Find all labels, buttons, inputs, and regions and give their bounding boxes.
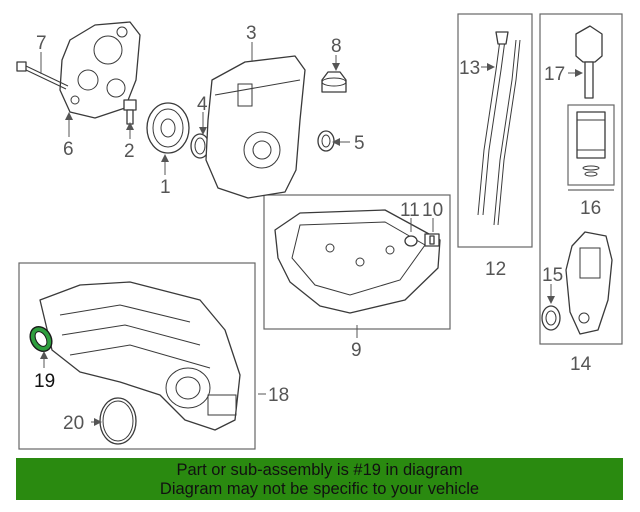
callout-18: 18 (268, 385, 289, 406)
callout-6: 6 (63, 139, 74, 160)
callout-15: 15 (542, 265, 563, 286)
filter-element-drawing (567, 104, 615, 186)
oil-pan-drawing (274, 209, 441, 314)
callout-7: 7 (36, 33, 47, 54)
bolt-drawing (16, 61, 69, 90)
info-banner: Part or sub-assembly is #19 in diagram D… (16, 458, 623, 500)
callout-20: 20 (63, 413, 84, 434)
small-bolt-drawing (123, 99, 137, 125)
ring-seal-drawing (99, 397, 137, 445)
callout-17: 17 (544, 64, 565, 85)
drain-washer-drawing (404, 235, 418, 247)
callout-9: 9 (351, 340, 362, 361)
leader-lines (40, 42, 583, 426)
callout-1: 1 (160, 177, 171, 198)
group-box-oil-filter (539, 13, 623, 345)
callout-8: 8 (331, 36, 342, 57)
callout-4: 4 (197, 94, 208, 115)
housing-gasket-drawing (541, 305, 561, 331)
timing-cover-drawing (205, 55, 306, 199)
callout-2: 2 (124, 141, 135, 162)
highlighted-part-19-gasket[interactable] (26, 323, 56, 356)
callout-16: 16 (580, 198, 601, 219)
callout-14: 14 (570, 354, 592, 375)
group-box-dipstick (457, 13, 533, 248)
callout-5: 5 (354, 133, 365, 154)
dipstick-drawing (477, 31, 521, 226)
drain-plug-drawing (424, 233, 440, 247)
intake-manifold-drawing (39, 281, 241, 431)
banner-line-disclaimer: Diagram may not be specific to your vehi… (159, 480, 480, 498)
filter-housing-drawing (565, 231, 613, 335)
rear-seal-drawing (317, 130, 335, 152)
callout-10: 10 (422, 200, 443, 221)
callout-11: 11 (400, 200, 420, 221)
callout-19[interactable]: 19 (34, 371, 55, 392)
filler-cap-drawing (321, 71, 347, 93)
callout-12: 12 (485, 259, 506, 280)
callout-13: 13 (459, 58, 480, 79)
filter-cap-drawing (575, 25, 603, 99)
group-box-intake-manifold (18, 262, 256, 450)
pulley-drawing (146, 102, 190, 154)
banner-line-part: Part or sub-assembly is #19 in diagram (176, 461, 463, 479)
callout-3: 3 (246, 23, 257, 44)
